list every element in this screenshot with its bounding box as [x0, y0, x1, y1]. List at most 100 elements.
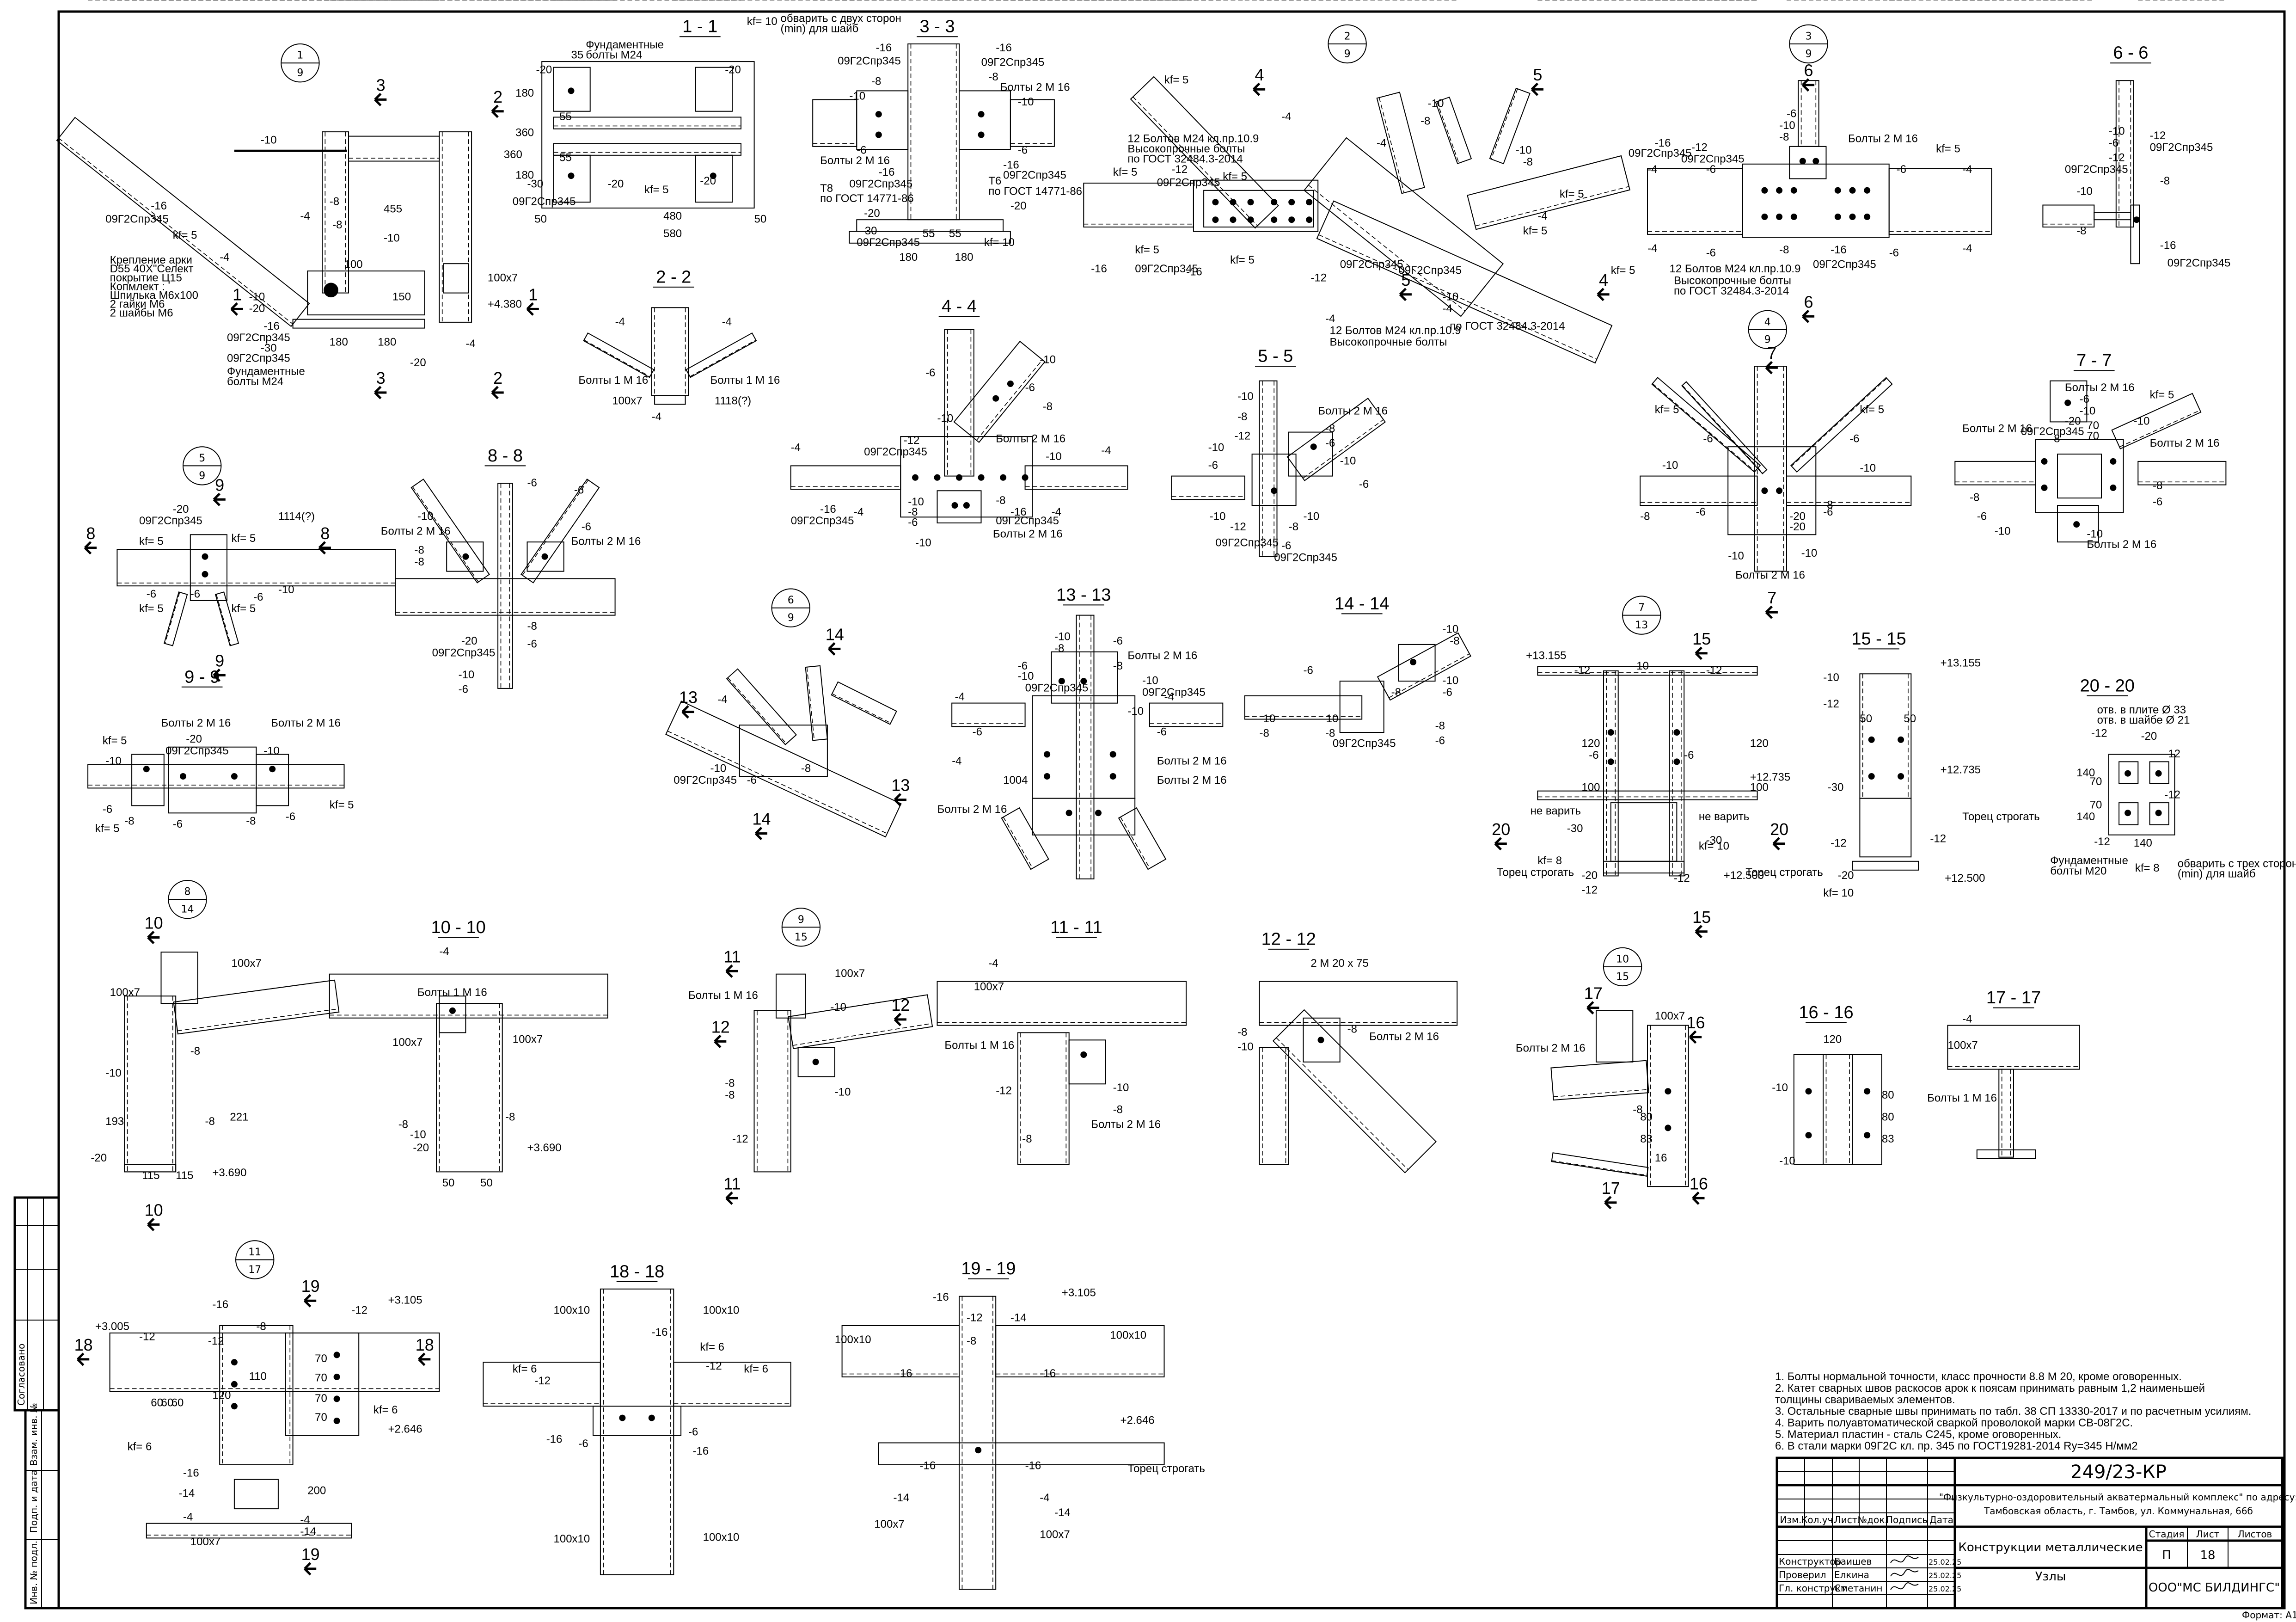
annotation-label: +12.735 [1750, 771, 1790, 784]
annotation-label: 55 [559, 111, 572, 123]
callout-sheet-number: 9 [788, 612, 794, 624]
annotation-label: 83 [1640, 1133, 1653, 1145]
beam-member [1754, 366, 1788, 572]
annotation-label: 09Г2Спр345 [1003, 169, 1066, 182]
annotation-label: 09Г2Спр345 [981, 56, 1045, 69]
annotation-label: -6 [574, 484, 584, 497]
diagonal-member [1550, 1060, 1649, 1101]
annotation-label: +3.690 [527, 1142, 562, 1154]
beam-member [1647, 168, 1743, 235]
annotation-label: -8 [1054, 642, 1064, 655]
section-cut-number: 18 [74, 1335, 93, 1354]
annotation-label: 100х7 [612, 394, 642, 407]
annotation-label: -10 [1428, 97, 1444, 110]
annotation-label: -20 [1789, 510, 1806, 523]
section-cut-mark: 12 [891, 995, 910, 1026]
bolt-icon [978, 111, 985, 118]
note-line: 3. Остальные сварные швы принимать по та… [1775, 1405, 2251, 1418]
annotation-label: -14 [300, 1525, 316, 1538]
bolt-icon [333, 1373, 340, 1380]
beam-member [1647, 1025, 1689, 1187]
section-cut-number: 18 [416, 1335, 434, 1354]
section-cut-mark: 19 [301, 1545, 320, 1576]
plate [2118, 761, 2139, 784]
diagonal-member [953, 340, 1046, 443]
annotation-label: -10 [1142, 675, 1158, 687]
annotation-label: 200 [307, 1484, 326, 1497]
annotation-label: болты М24 [227, 375, 283, 388]
section-arrow-icon [213, 492, 226, 506]
section-arrow-icon [1604, 1196, 1617, 1210]
annotation-label: -6 [173, 818, 183, 830]
annotation-label: 100х10 [703, 1304, 740, 1317]
annotation-label: 09Г2Спр345 [1398, 264, 1462, 276]
annotation-label: 100х10 [835, 1333, 871, 1346]
plate [849, 231, 1011, 244]
annotation-label: Т8 [820, 182, 833, 195]
annotation-label: -6 [2080, 393, 2089, 406]
bolt-icon [1805, 1088, 1812, 1095]
annotation-label: -8 [1633, 1104, 1642, 1116]
annotation-label: Торец строгать [1962, 811, 2039, 823]
bolt-icon [2155, 770, 2162, 777]
section-arrow-icon [1765, 605, 1778, 619]
bolt-icon [1834, 213, 1841, 220]
annotation-label: -8 [527, 620, 537, 633]
plate [1032, 798, 1136, 836]
annotation-label: +4.380 [488, 298, 522, 310]
bolt-icon [1673, 729, 1680, 736]
section-cut-mark: 2 [491, 369, 504, 399]
section-arrow-icon [681, 705, 694, 719]
section-cut-mark: 14 [826, 625, 844, 656]
annotation-label: -8 [246, 815, 256, 828]
annotation-label: 09Г2Спр345 [2021, 425, 2084, 438]
bolt-icon [1230, 199, 1237, 206]
section-cut-number: 14 [826, 625, 844, 644]
section-cut-number: 14 [752, 810, 771, 829]
annotation-label: -6 [688, 1426, 698, 1438]
hidden-line [522, 479, 589, 576]
annotation-label: -14 [1054, 1506, 1071, 1519]
annotation-label: Фундаментные [586, 39, 664, 51]
diagonal-member [520, 479, 600, 584]
hidden-line [412, 486, 479, 583]
bolt-icon [333, 1352, 340, 1358]
bolt-icon [956, 474, 962, 481]
bolt-icon [1776, 187, 1783, 194]
annotation-label: 50 [1860, 713, 1872, 725]
annotation-label: kf= 5 [1135, 244, 1159, 256]
bolt-icon [1288, 216, 1295, 223]
plate [1032, 695, 1136, 799]
annotation-label: -6 [1823, 506, 1833, 518]
annotation-label: -8 [205, 1115, 215, 1128]
annotation-label: -10 [1779, 1155, 1795, 1167]
bolt-icon [1864, 1088, 1871, 1095]
annotation-label: Болты 2 М 16 [2150, 437, 2220, 449]
plate [2130, 204, 2140, 264]
annotation-label: -8 [415, 544, 424, 557]
annotation-label: 55 [559, 152, 572, 164]
annotation-label: -4 [1164, 690, 1174, 703]
beam-member [1859, 673, 1912, 799]
node-callout: 814 [168, 880, 207, 919]
section-title: 2 - 2 [656, 267, 691, 287]
section-cut-mark: 20 [1770, 820, 1788, 851]
annotation-label: 100х7 [1655, 1010, 1685, 1022]
note-line: толщины свариваемых элементов. [1775, 1394, 1955, 1406]
annotation-label: -8 [1347, 1023, 1357, 1035]
plate [695, 154, 733, 203]
plate [285, 1332, 360, 1436]
annotation-label: -10 [1046, 450, 1062, 463]
bolt-icon [2064, 399, 2071, 406]
annotation-label: -12 [2150, 129, 2166, 142]
plate [233, 1479, 279, 1510]
section-arrow-icon [318, 541, 331, 555]
annotation-label: -12 [139, 1331, 155, 1343]
beam-member [553, 117, 741, 129]
annotation-label: -12 [706, 1360, 722, 1372]
plate [2057, 454, 2102, 499]
annotation-label: 09Г2Спр345 [227, 332, 290, 344]
bolt-icon [1665, 1124, 1671, 1131]
